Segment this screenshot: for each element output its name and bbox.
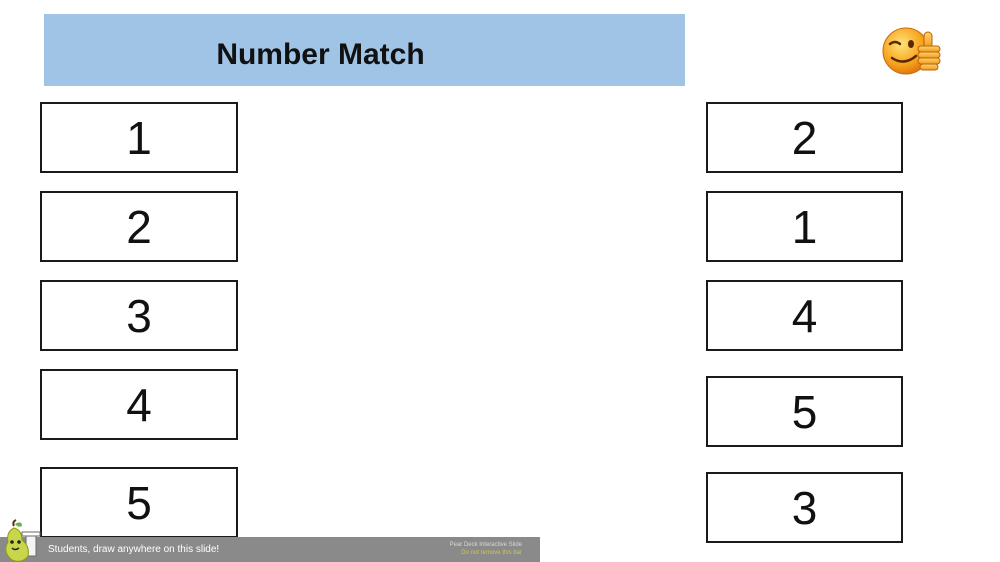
footer-brand-line2: Do not remove this bar [461, 550, 522, 556]
pear-deck-logo-icon [5, 519, 41, 562]
left-number-box-5[interactable]: 5 [40, 467, 238, 538]
left-number-box-2[interactable]: 2 [40, 191, 238, 262]
footer-instruction: Students, draw anywhere on this slide! [48, 544, 220, 555]
title-banner: Number Match [44, 14, 685, 86]
footer-brand-line1: Pear Deck Interactive Slide [449, 542, 522, 548]
right-number-box-4[interactable]: 5 [706, 376, 903, 447]
left-number-box-4[interactable]: 4 [40, 369, 238, 440]
winking-thumbs-up-emoji-icon [882, 27, 941, 75]
footer-brand: Pear Deck Interactive Slide Do not remov… [450, 541, 522, 557]
right-number-box-3[interactable]: 4 [706, 280, 903, 351]
left-number-box-3[interactable]: 3 [40, 280, 238, 351]
left-number-box-1[interactable]: 1 [40, 102, 238, 173]
pear-deck-footer-bar: Students, draw anywhere on this slide! P… [0, 537, 540, 562]
right-number-box-5[interactable]: 3 [706, 472, 903, 543]
page-title: Number Match [216, 38, 425, 71]
right-number-box-2[interactable]: 1 [706, 191, 903, 262]
right-number-box-1[interactable]: 2 [706, 102, 903, 173]
